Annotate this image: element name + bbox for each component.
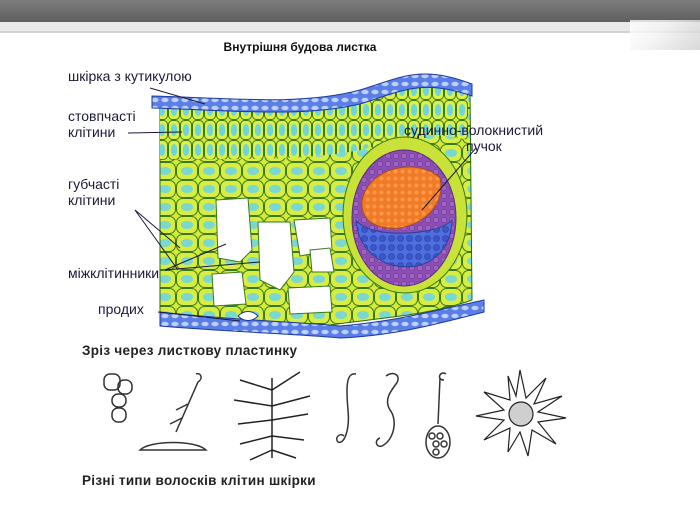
label-palisade-line1: стовпчасті xyxy=(68,108,136,124)
air-space xyxy=(310,248,334,272)
leaf-cross-section xyxy=(152,74,484,338)
label-bundle-line2: пучок xyxy=(466,138,502,154)
label-palisade-line2: клітини xyxy=(68,124,115,140)
label-spongy-line2: клітини xyxy=(68,192,115,208)
air-space xyxy=(288,286,332,314)
label-bundle-line1: судинно-волокнистий xyxy=(404,122,543,138)
label-intercellular: міжклітинники xyxy=(68,265,159,281)
hair-glandular xyxy=(426,373,450,458)
caption-hair-types: Різні типи волосків клітин шкірки xyxy=(82,473,316,488)
hair-hooked-b xyxy=(376,374,398,447)
label-spongy-line1: губчасті xyxy=(68,176,119,192)
hair-types-row xyxy=(104,370,566,460)
label-stoma: продих xyxy=(98,301,144,317)
hair-stellate xyxy=(476,370,566,456)
hair-multicellular xyxy=(140,374,206,450)
air-space xyxy=(216,198,252,262)
hair-hooked-a xyxy=(337,374,356,443)
hair-simple-chain xyxy=(104,374,132,422)
label-cuticle: шкірка з кутикулою xyxy=(68,68,192,84)
hair-branched xyxy=(234,372,310,460)
caption-cross-section: Зріз через листкову пластинку xyxy=(82,343,297,358)
air-space xyxy=(212,272,246,306)
